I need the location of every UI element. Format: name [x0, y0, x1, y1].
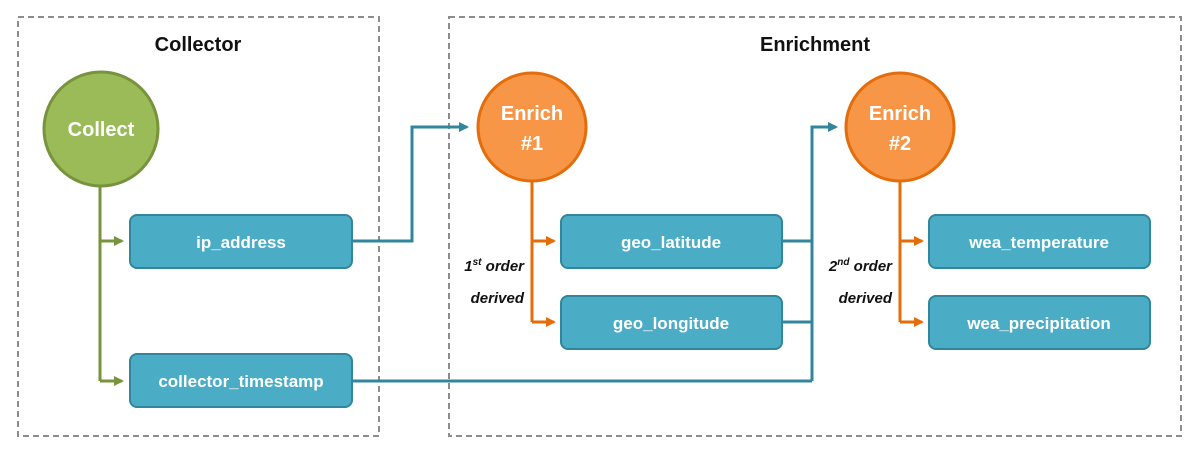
geo-longitude-label: geo_longitude: [613, 314, 729, 333]
second-order-label: 2nd order: [828, 257, 893, 275]
first-order-suffix: st: [473, 257, 483, 268]
wea-temperature-box: [928, 214, 1151, 269]
collector-timestamp-box: [129, 353, 353, 408]
enrichment-group-box: [448, 16, 1182, 437]
enrich2-node-label-line2: #2: [889, 133, 911, 155]
collect-node-label: Collect: [68, 119, 135, 141]
first-order-word: order: [481, 258, 525, 275]
wea-precipitation-box: [928, 295, 1151, 350]
enrich2-input-arrow: [810, 122, 838, 381]
wea-precipitation-label: wea_precipitation: [966, 314, 1111, 333]
enrichment-group-title: Enrichment: [760, 34, 870, 56]
enrich2-node: [844, 71, 956, 183]
collector-group-box: [17, 16, 380, 437]
enrich1-node-label-line1: Enrich: [501, 103, 563, 125]
collector-group-title: Collector: [155, 34, 242, 56]
enrich1-node-label-line2: #1: [521, 133, 543, 155]
second-order-suffix: nd: [837, 257, 850, 268]
first-order-derived-label: derived: [471, 290, 525, 307]
wea-temperature-label: wea_temperature: [968, 233, 1109, 252]
second-order-number: 2: [828, 258, 838, 275]
ip-address-label: ip_address: [196, 233, 286, 252]
first-order-label: 1st order: [464, 257, 525, 275]
enrich1-node: [476, 71, 588, 183]
first-order-number: 1: [464, 258, 472, 275]
ip-address-to-enrich1-arrow: [352, 122, 469, 243]
enrich2-node-label-line1: Enrich: [869, 103, 931, 125]
second-order-word: order: [849, 258, 893, 275]
geo-latitude-label: geo_latitude: [621, 233, 721, 252]
collector-timestamp-label: collector_timestamp: [158, 372, 323, 391]
geo-latitude-box: [560, 214, 783, 269]
collect-node: [42, 70, 160, 188]
ip-address-box: [129, 214, 353, 269]
geo-longitude-box: [560, 295, 783, 350]
second-order-derived-label: derived: [839, 290, 893, 307]
